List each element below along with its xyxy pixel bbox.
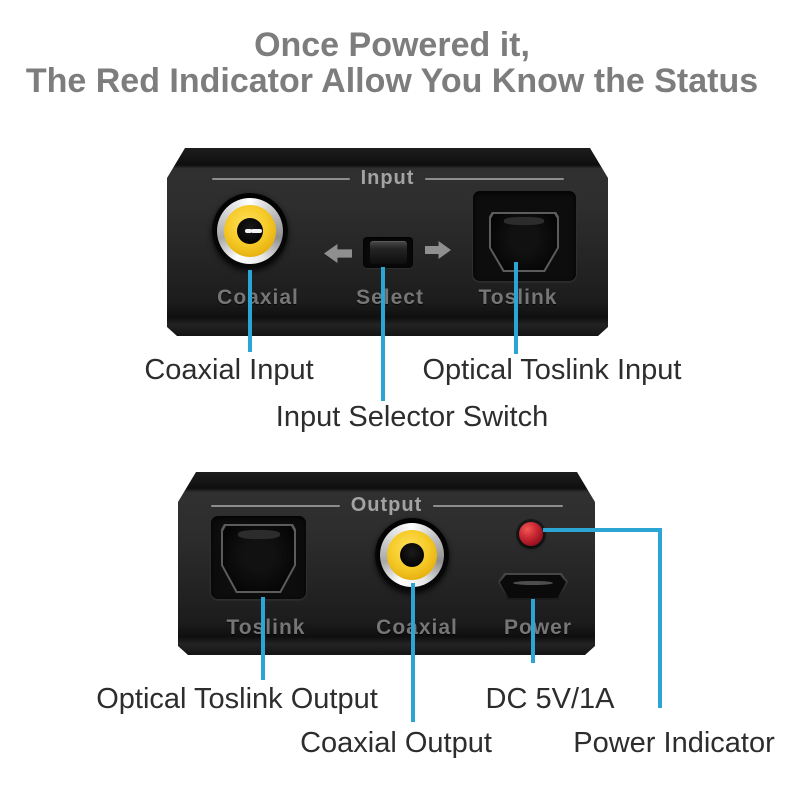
output-coaxial-label: Coaxial [376,616,458,639]
arrow-left-icon [324,244,352,263]
header-rule-left [211,505,340,507]
page-title: Once Powered it, The Red Indicator Allow… [0,27,792,99]
toslink-input-port [472,190,577,282]
arrow-right-icon [425,241,451,259]
micro-usb-port [498,573,568,600]
toslink-connector [489,212,559,272]
callout-line-power-indicator-vertical [658,528,662,708]
header-rule-right [425,178,563,180]
output-panel-header: Output [211,494,563,517]
annotation-optical-toslink-input: Optical Toslink Input [422,354,682,386]
title-line-2: The Red Indicator Allow You Know the Sta… [25,62,759,100]
annotation-power-indicator: Power Indicator [573,727,775,759]
input-panel-title: Input [360,167,415,189]
output-panel-title: Output [350,494,423,516]
toslink-flap-highlight [504,217,543,225]
annotation-input-selector-switch: Input Selector Switch [275,401,549,433]
annotation-optical-toslink-output: Optical Toslink Output [96,683,378,715]
toslink-flap-highlight [238,530,280,539]
coaxial-output-port [375,518,449,592]
input-select-label: Select [356,286,424,309]
callout-line-coaxial-input [248,270,252,352]
rca-center-hole [400,543,424,567]
input-panel-device: Input Coaxial Select Toslin [167,148,608,336]
power-led [519,522,543,546]
header-rule-right [433,505,562,507]
input-panel-header: Input [212,167,564,190]
callout-line-power-indicator-horizontal [543,528,662,532]
input-toslink-label: Toslink [478,286,558,309]
toslink-connector [221,524,296,593]
output-panel-device: Output Toslink Coaxial Power [178,472,595,655]
callout-line-toslink-input [514,262,518,354]
rca-highlight [251,229,262,233]
callout-line-coaxial-output [411,583,415,722]
usb-contact-highlight [513,581,552,585]
callout-line-input-selector [381,267,385,401]
callout-line-dc-power [531,599,535,663]
annotation-dc-power: DC 5V/1A [485,683,615,715]
select-switch [363,237,413,268]
output-toslink-label: Toslink [226,616,306,639]
rca-highlight [245,229,252,233]
input-coaxial-label: Coaxial [217,286,299,309]
callout-line-toslink-output [261,597,265,680]
select-switch-knob [370,241,407,264]
coaxial-input-port [212,193,288,269]
title-line-1: Once Powered it, [254,26,530,64]
header-rule-left [212,178,350,180]
output-power-label: Power [503,616,573,639]
annotation-coaxial-output: Coaxial Output [300,727,492,759]
toslink-output-port [210,515,307,600]
rca-center-hole [237,218,263,244]
usb-opening [500,575,566,598]
annotation-coaxial-input: Coaxial Input [144,354,314,386]
